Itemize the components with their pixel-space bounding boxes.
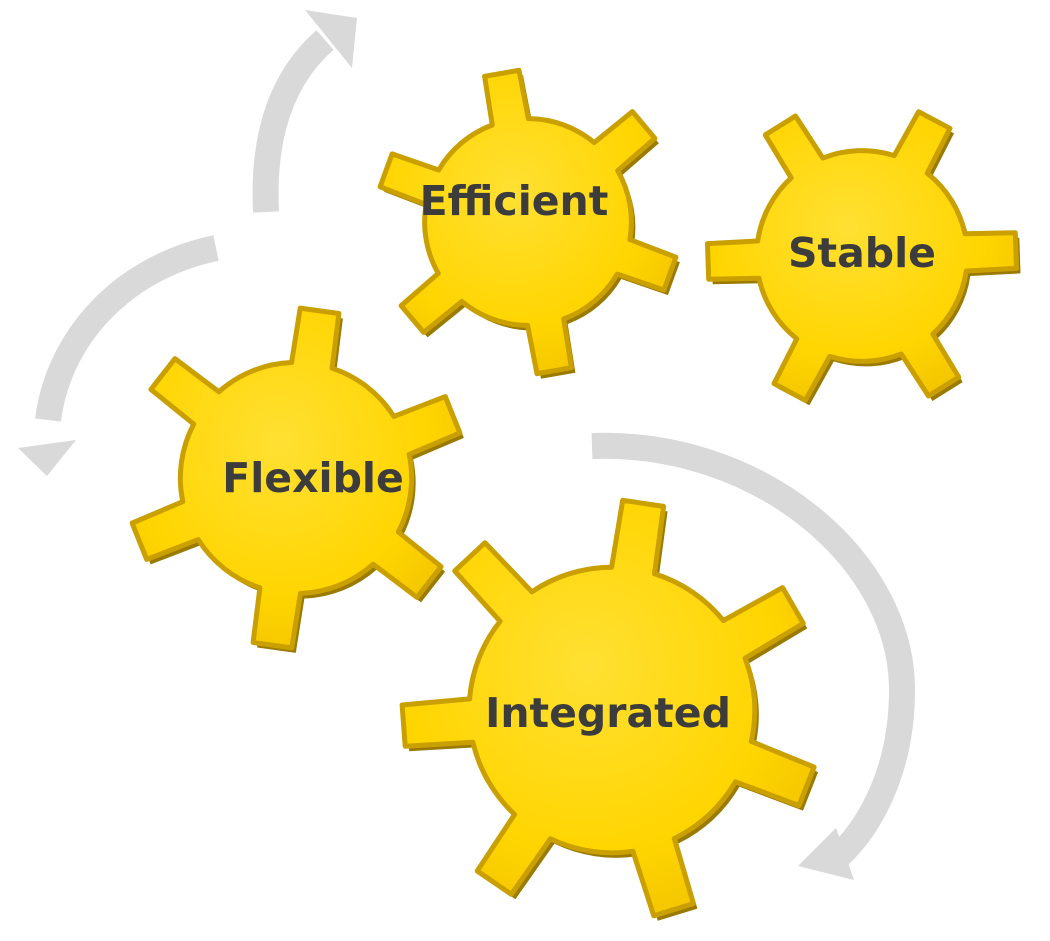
gear-body <box>399 497 817 919</box>
gear-body <box>705 109 1019 403</box>
arrow-left <box>18 235 219 476</box>
arrow-top-left <box>252 10 357 213</box>
gear-stable: Stable <box>705 109 1021 406</box>
arrow-right <box>591 432 916 880</box>
gear-label-flexible: Flexible <box>222 454 404 502</box>
gear-efficient: Efficient <box>377 67 680 379</box>
gears: Efficient Stable Flexible Integrated <box>129 67 1021 921</box>
gear-body <box>377 67 679 377</box>
gear-body <box>129 305 463 651</box>
cycle-arrows <box>18 10 916 880</box>
gear-label-integrated: Integrated <box>485 689 731 737</box>
gear-label-stable: Stable <box>788 229 936 277</box>
gear-integrated: Integrated <box>399 497 819 921</box>
gear-flexible: Flexible <box>129 305 464 653</box>
gear-label-efficient: Efficient <box>420 177 609 225</box>
